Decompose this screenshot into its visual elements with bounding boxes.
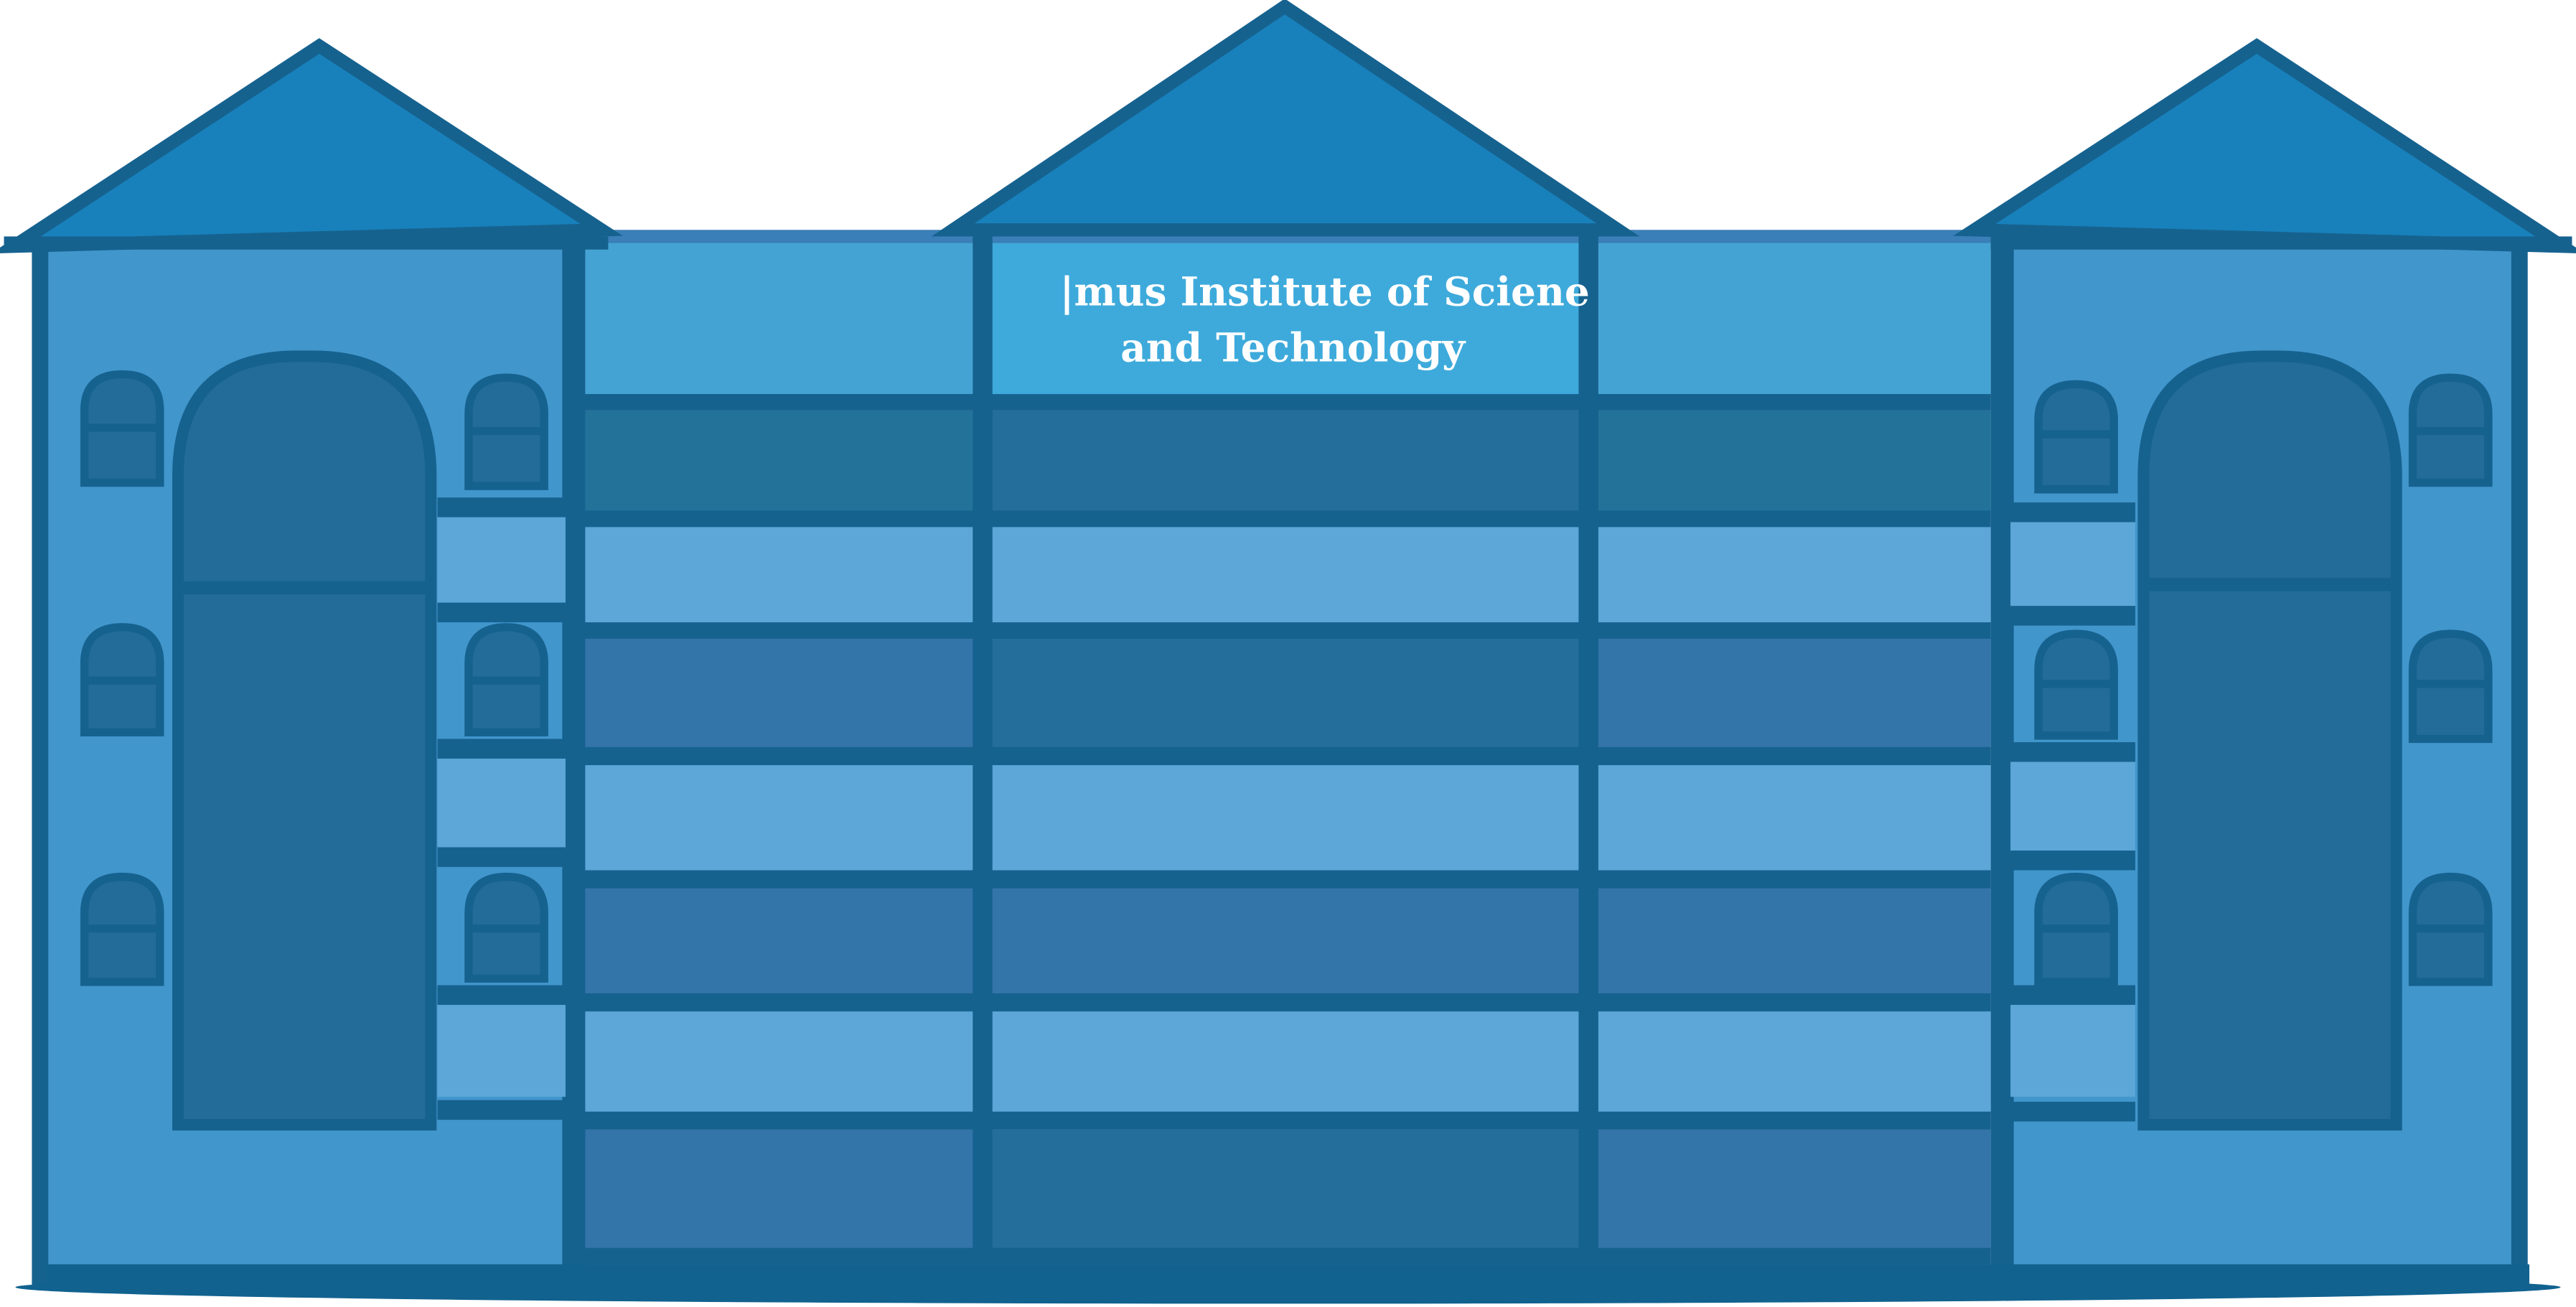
floor-band-5 <box>575 886 1991 996</box>
right-balconies <box>2010 502 2135 1122</box>
right-tower-inner-column <box>1990 223 2014 1278</box>
central-roof <box>931 0 1640 237</box>
left-tower-roof <box>0 38 623 253</box>
floor-band-1-center <box>992 410 1580 512</box>
window-sill <box>84 423 160 432</box>
ground-strip <box>47 1264 2529 1284</box>
pillar-right <box>1578 221 1598 1260</box>
divider <box>575 510 1991 528</box>
floor-band-4 <box>575 763 1991 872</box>
left-tall-arched-window <box>172 350 437 1131</box>
window-sill <box>84 924 160 933</box>
window-sill <box>2412 426 2488 436</box>
window-sill <box>468 676 545 685</box>
right-tower-eave <box>1990 236 2572 250</box>
central-block <box>575 221 1991 1265</box>
window-sill <box>468 426 545 436</box>
divider <box>575 1247 1991 1265</box>
divider <box>575 870 1991 889</box>
left-tower-eave <box>4 236 609 250</box>
left-tall-window-mullion <box>178 581 431 595</box>
window-sill <box>2038 680 2114 688</box>
window-sill <box>2412 924 2488 933</box>
right-tall-window-mullion <box>2143 578 2397 591</box>
window-sill <box>468 924 545 933</box>
right-tower-roof <box>1953 38 2576 253</box>
left-tower-inner-column <box>562 236 586 1278</box>
right-tall-arched-window <box>2137 350 2402 1131</box>
floor-band-2 <box>575 525 1991 624</box>
right-tower <box>1953 38 2576 1286</box>
window-sill <box>84 676 160 685</box>
floor-band-7-center <box>992 1129 1580 1252</box>
floor-band-3-center <box>992 637 1580 749</box>
sign-panel <box>992 233 1580 398</box>
divider <box>575 394 1991 411</box>
divider <box>575 1111 1991 1130</box>
floor-dividers <box>575 230 1991 1265</box>
pillar-left <box>973 221 993 1260</box>
sign-line-2: and Technology <box>1120 324 1466 370</box>
floor-band-6 <box>575 1009 1991 1114</box>
window-sill <box>2412 680 2488 688</box>
left-tower <box>0 38 623 1286</box>
divider <box>575 622 1991 639</box>
divider <box>575 993 1991 1012</box>
left-balconies <box>437 497 566 1120</box>
sign-line-1: |mus Institute of Sciene <box>1060 268 1590 316</box>
divider <box>575 746 1991 766</box>
window-sill <box>2038 924 2114 933</box>
window-sill <box>2038 430 2114 439</box>
